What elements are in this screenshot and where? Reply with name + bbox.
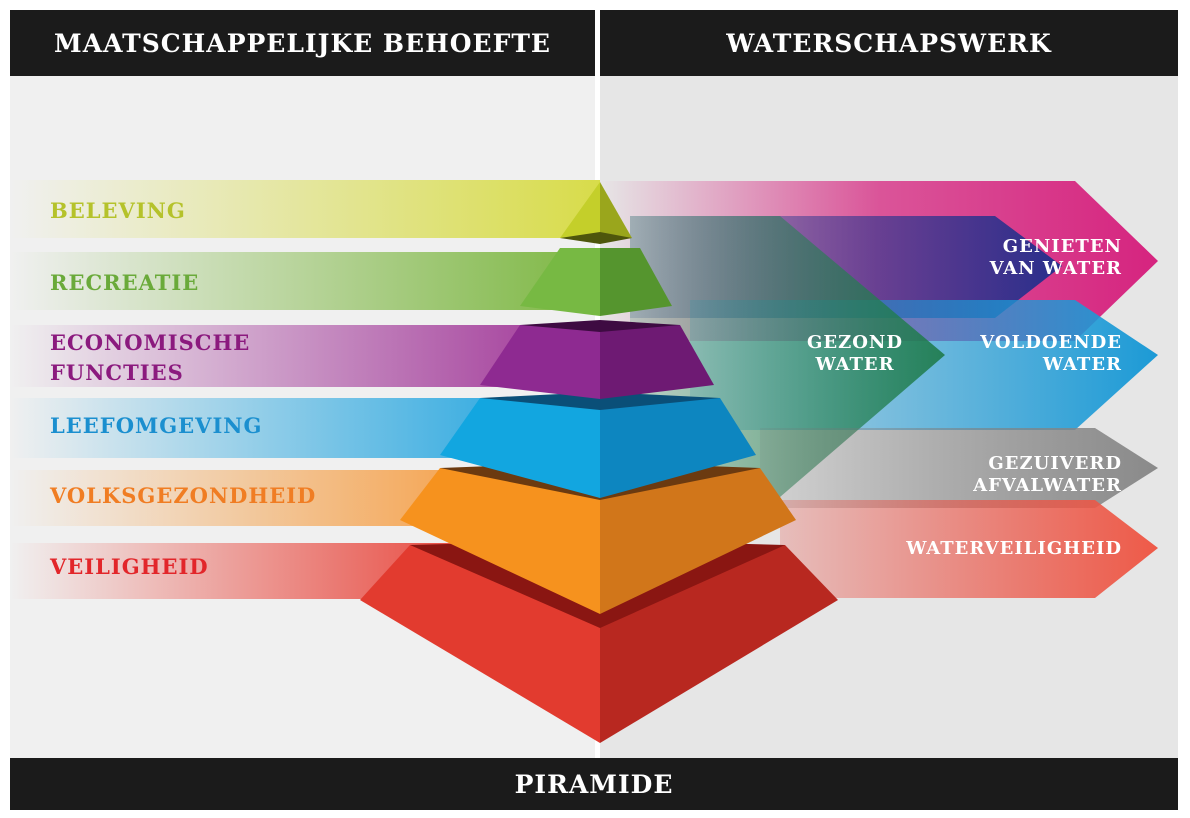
label-beleving: BELEVING: [50, 198, 186, 223]
label-economische-functies: ECONOMISCHE FUNCTIES: [50, 330, 251, 385]
label-volksgezondheid: VOLKSGEZONDHEID: [50, 483, 317, 508]
footer-piramide: PIRAMIDE: [10, 758, 1178, 810]
pyramid-tier-volksgezondheid-right: [600, 468, 796, 614]
label-gezond-water: GEZOND WATER: [807, 332, 903, 375]
label-veiligheid: VEILIGHEID: [50, 554, 209, 579]
pyramid-tier-leefomgeving-top: [480, 392, 720, 410]
band-beleving: [10, 180, 600, 238]
pyramid-tier-beleving-base: [560, 232, 632, 244]
header-maatschappelijke-behoefte: MAATSCHAPPELIJKE BEHOEFTE: [10, 10, 595, 76]
pyramid-tier-beleving-right: [600, 182, 632, 241]
label-gezuiverd-afvalwater: GEZUIVERD AFVALWATER: [973, 453, 1122, 496]
label-waterveiligheid: WATERVEILIGHEID: [906, 538, 1122, 559]
header-waterschapswerk: WATERSCHAPSWERK: [600, 10, 1178, 76]
pyramid-tier-economische-functies-top: [520, 320, 680, 332]
arrow-waterveiligheid: [780, 500, 1158, 598]
pyramid-tier-recreatie-right: [600, 248, 672, 316]
pyramid-tier-volksgezondheid-left: [400, 468, 600, 614]
pyramid-tier-leefomgeving-left: [440, 398, 600, 498]
label-voldoende-water: VOLDOENDE WATER: [980, 332, 1122, 375]
label-recreatie: RECREATIE: [50, 270, 200, 295]
pyramid-tier-recreatie-left: [520, 248, 600, 316]
label-leefomgeving: LEEFOMGEVING: [50, 413, 263, 438]
pyramid-tier-leefomgeving-right: [600, 398, 756, 498]
label-genieten-van-water: GENIETEN VAN WATER: [989, 236, 1122, 279]
arrow-gezuiverd-afvalwater: [760, 428, 1158, 508]
pyramid-tier-economische-functies-right: [600, 325, 714, 399]
pyramid-tier-beleving-left: [560, 182, 600, 241]
pyramid-tier-economische-functies-left: [480, 325, 600, 399]
band-recreatie: [10, 252, 590, 310]
